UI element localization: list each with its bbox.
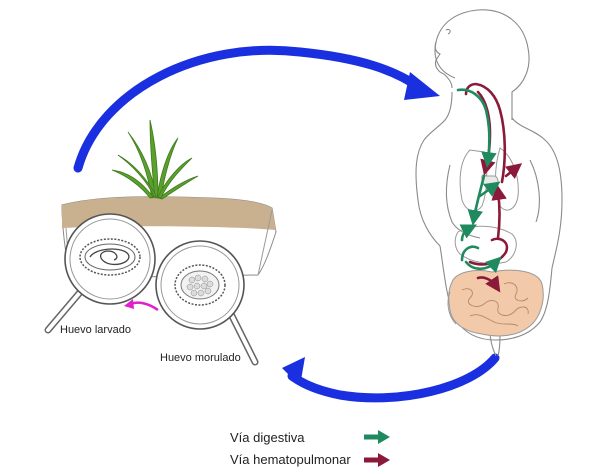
route-paths bbox=[456, 82, 523, 293]
cycle-arrow-excretion bbox=[282, 353, 500, 403]
label-huevo-larvado: Huevo larvado bbox=[60, 324, 131, 336]
magnifier-morulated-egg bbox=[155, 240, 259, 366]
legend-digestive: Vía digestiva bbox=[230, 430, 305, 445]
intestines bbox=[447, 269, 544, 337]
magnifier-larvated-egg bbox=[44, 213, 156, 334]
maroon-arrow-icon bbox=[364, 453, 390, 467]
larvated-egg-icon bbox=[79, 238, 141, 276]
morulated-egg-icon bbox=[174, 264, 226, 306]
label-huevo-morulado: Huevo morulado bbox=[160, 352, 241, 364]
liver-stomach bbox=[454, 225, 517, 265]
embryonation-arrow bbox=[124, 299, 159, 312]
green-arrow-icon bbox=[364, 430, 390, 444]
grass-plant-icon bbox=[111, 119, 199, 200]
legend-hematopulmonary: Vía hematopulmonar bbox=[230, 452, 351, 467]
cycle-arrow-ingestion bbox=[73, 45, 440, 173]
human-figure bbox=[415, 9, 563, 357]
